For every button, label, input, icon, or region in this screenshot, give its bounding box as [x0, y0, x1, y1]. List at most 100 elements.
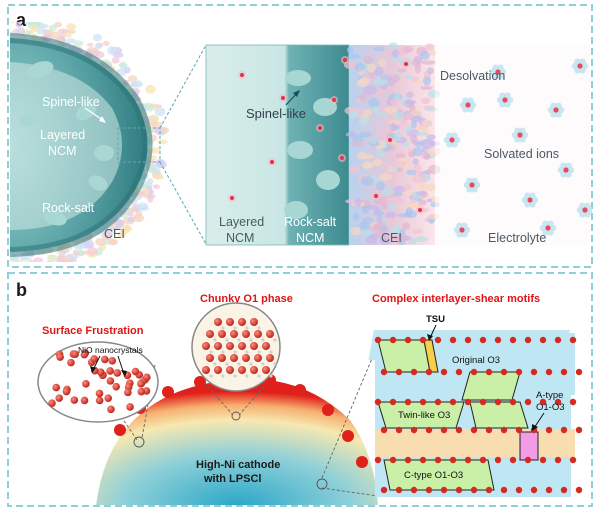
halo-dot [58, 254, 66, 261]
halo-dot [46, 260, 54, 262]
title-surface-frustration: Surface Frustration [42, 325, 144, 337]
motif-atom [449, 398, 457, 406]
motif-atom [479, 398, 487, 406]
motif-atom [395, 486, 403, 494]
motif-atom [374, 336, 382, 344]
cei-dot [405, 100, 417, 105]
label-cei-zoom: CEI [381, 231, 402, 245]
cei-dot [411, 109, 422, 117]
label-electrolyte: Electrolyte [488, 231, 546, 245]
o1-atom [262, 366, 270, 374]
nio-atom [100, 355, 109, 364]
o1-atom [214, 318, 222, 326]
li-ion [332, 98, 336, 102]
cei-dot [415, 131, 428, 136]
cei-dot [396, 167, 404, 173]
motif-atom [569, 336, 577, 344]
o1-li-site [245, 350, 249, 354]
motif-atom [404, 456, 412, 464]
motif-atom [419, 398, 427, 406]
o1-li-site [225, 338, 229, 342]
o1-atom [242, 330, 250, 338]
cei-dot [373, 210, 385, 217]
nio-atom [131, 367, 140, 376]
spinel-grain [75, 103, 97, 121]
halo-dot [47, 254, 57, 259]
cei-dot [420, 138, 435, 149]
motif-atom [524, 336, 532, 344]
motif-atom [560, 486, 568, 494]
cei-dot [411, 59, 422, 67]
halo-dot [136, 202, 149, 211]
halo-dot [26, 30, 34, 35]
li-ion [404, 62, 408, 66]
motif-atom [500, 486, 508, 494]
tsu-arrowhead [427, 334, 433, 341]
halo-dot [114, 219, 125, 227]
halo-dot [155, 175, 164, 180]
motif-atom [419, 456, 427, 464]
o1-atom [214, 366, 222, 374]
cei-dot [366, 63, 376, 73]
halo-dot [132, 214, 145, 223]
halo-dot [160, 127, 170, 134]
spinel-grain [88, 175, 108, 191]
li-ion [240, 73, 244, 77]
cei-dot [416, 191, 426, 196]
cei-dot [399, 161, 407, 167]
motif-atom [515, 368, 523, 376]
li-ion [388, 138, 392, 142]
label-rocksalt-zoom-2: NCM [296, 231, 324, 245]
label-ctype: C-type O1-O3 [404, 470, 463, 481]
cei-dot [394, 196, 404, 204]
panel-a-letter: a [16, 10, 27, 30]
motif-atom [395, 368, 403, 376]
nio-atom [104, 394, 113, 402]
cei-dot [365, 235, 378, 245]
cei-dot [422, 76, 431, 86]
cei-dot [375, 149, 385, 158]
connector-motif-1 [321, 343, 379, 479]
cei-dot [403, 183, 412, 191]
halo-dot [54, 22, 62, 28]
cei-dot [391, 49, 400, 58]
motif-atom [545, 486, 553, 494]
cei-dot [373, 224, 382, 231]
o1-atom [230, 330, 238, 338]
cei-dot [412, 158, 419, 166]
motif-atom [410, 486, 418, 494]
o1-li-site [237, 338, 241, 342]
motif-atom [530, 368, 538, 376]
high-ni-cathode [96, 378, 378, 505]
halo-dot [127, 211, 134, 217]
nio-atom [90, 355, 98, 363]
o1-atom [262, 342, 270, 350]
cei-dot [352, 212, 360, 221]
cei-dot [361, 154, 374, 160]
title-complex-motifs: Complex interlayer-shear motifs [372, 293, 540, 305]
halo-dot [147, 114, 159, 124]
o1-atom [202, 366, 210, 374]
cei-dot [388, 42, 399, 50]
nio-atom [80, 350, 89, 359]
cei-dot [367, 205, 381, 210]
cei-dot [347, 53, 361, 59]
o1-atom [218, 354, 226, 362]
cei-dot [370, 139, 377, 145]
cei-dot [346, 46, 354, 54]
halo-dot [26, 22, 33, 23]
cei-dot [420, 97, 431, 105]
halo-dot [142, 102, 154, 109]
cei-dot [374, 86, 383, 96]
halo-dot [111, 57, 120, 64]
halo-dot [72, 40, 84, 47]
cei-dot [412, 173, 426, 184]
cei-dot [373, 66, 384, 77]
nio-atom [56, 353, 64, 361]
cei-dot [386, 203, 397, 211]
cei-dot [422, 152, 430, 160]
motif-atom [470, 486, 478, 494]
motif-atom [389, 456, 397, 464]
solvated-ion [453, 222, 471, 238]
nio-atom [107, 405, 115, 414]
